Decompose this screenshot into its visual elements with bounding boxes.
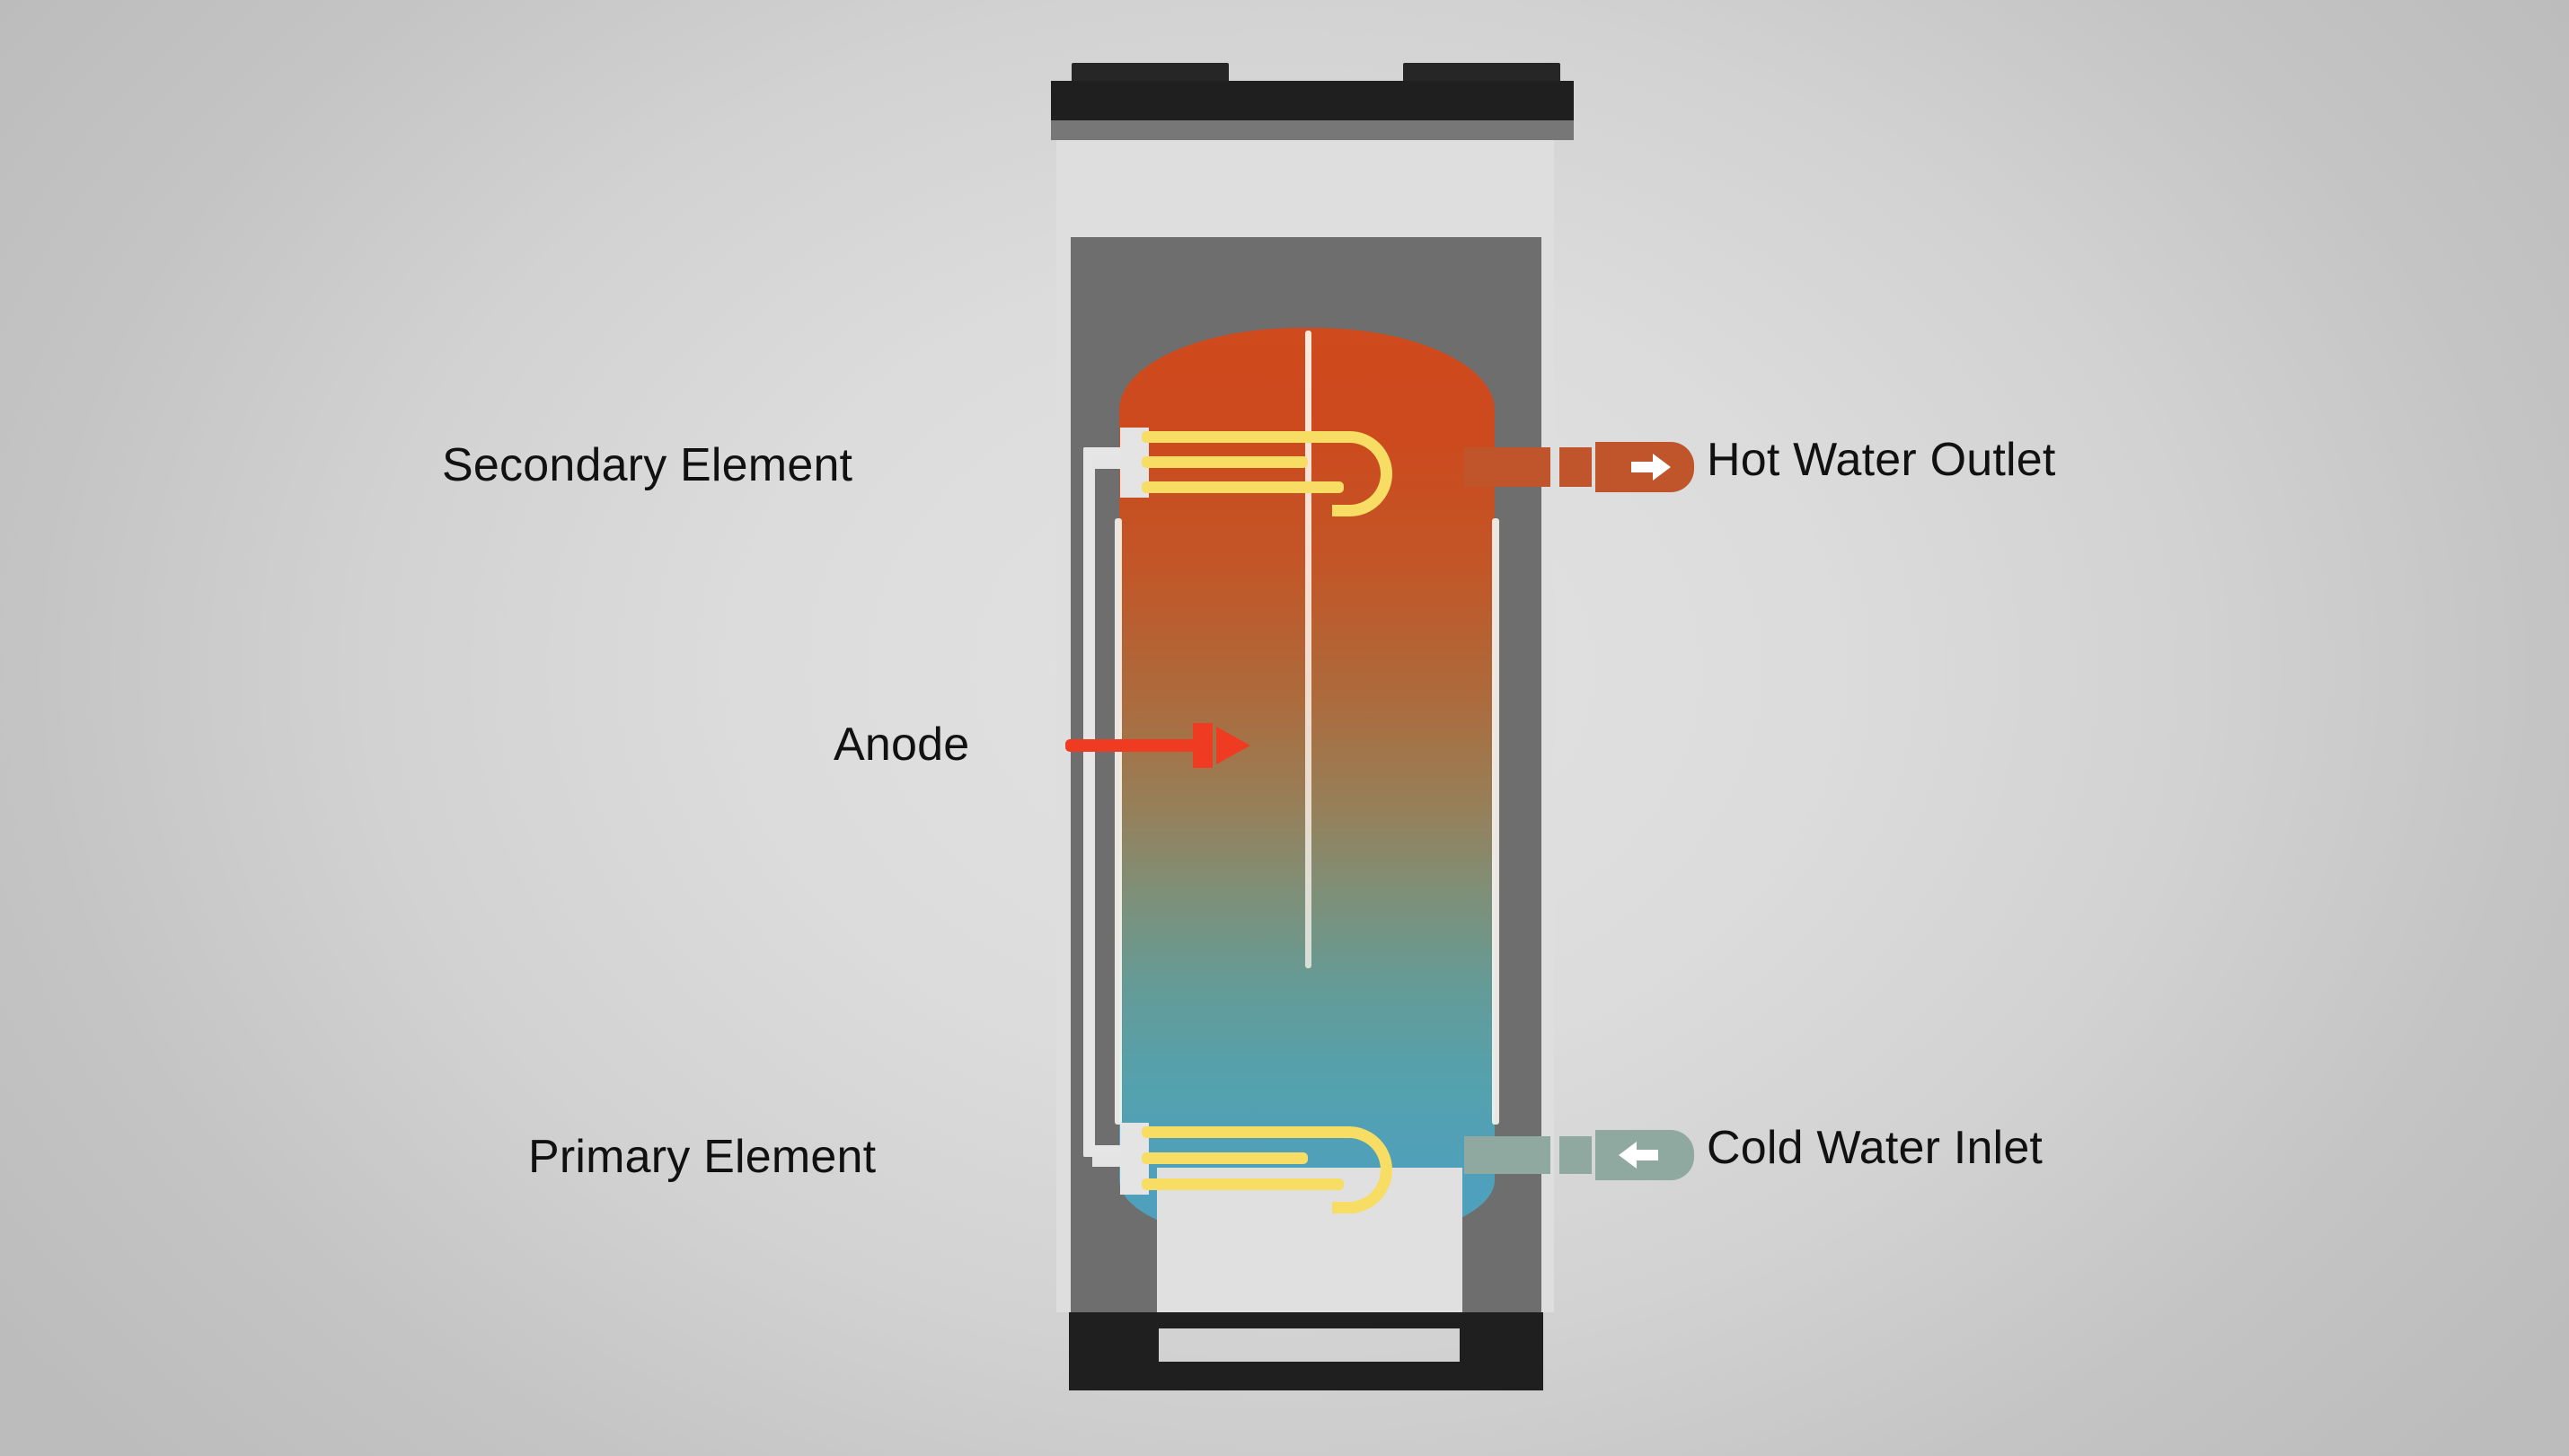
secondary-element-leg-middle <box>1142 456 1308 468</box>
secondary-element-leg-lower <box>1142 481 1344 493</box>
cold-inlet-port <box>1464 1136 1550 1174</box>
tank-wall-right <box>1492 518 1499 1125</box>
primary-element-leg-upper <box>1142 1126 1344 1138</box>
arrow-right-icon <box>1631 452 1673 482</box>
anode-pointer <box>1065 720 1254 771</box>
secondary-element-leg-upper <box>1142 431 1344 443</box>
anode-label: Anode <box>834 719 970 771</box>
jacket-top-panel <box>1056 140 1547 237</box>
primary-element-leg-middle <box>1142 1152 1308 1164</box>
pointer-right-icon <box>1065 723 1250 768</box>
jacket-edge-left <box>1056 140 1071 1312</box>
cold-water-inlet-label: Cold Water Inlet <box>1707 1122 2044 1174</box>
hot-outlet-port <box>1464 447 1550 487</box>
hot-outlet-port-stub <box>1559 447 1592 487</box>
base-plinth-bar <box>1069 1312 1543 1328</box>
base-plinth-foot <box>1069 1362 1543 1390</box>
jacket-edge-right <box>1541 140 1554 1312</box>
anode-rod <box>1305 331 1311 968</box>
hot-water-outlet-label: Hot Water Outlet <box>1707 434 2056 486</box>
hot-water-outlet-badge[interactable] <box>1595 442 1694 492</box>
wiring-conduit-bottom-elbow <box>1083 1145 1130 1157</box>
primary-element-leg-lower <box>1142 1178 1344 1190</box>
tank-wall-left <box>1115 518 1122 1125</box>
cap-nub-right <box>1403 63 1560 83</box>
cold-inlet-port-stub <box>1559 1136 1592 1174</box>
arrow-left-icon <box>1617 1140 1658 1170</box>
wiring-conduit-vertical <box>1083 447 1095 1157</box>
top-cap-bar <box>1051 81 1574 120</box>
cold-water-inlet-badge[interactable] <box>1595 1130 1694 1180</box>
secondary-element-label: Secondary Element <box>442 439 853 491</box>
cap-nub-left <box>1072 63 1229 83</box>
tank-pedestal <box>1157 1168 1462 1325</box>
top-cap-shadow-strip <box>1051 120 1574 140</box>
primary-element-label: Primary Element <box>528 1131 877 1183</box>
wiring-conduit-top-elbow <box>1083 447 1130 459</box>
